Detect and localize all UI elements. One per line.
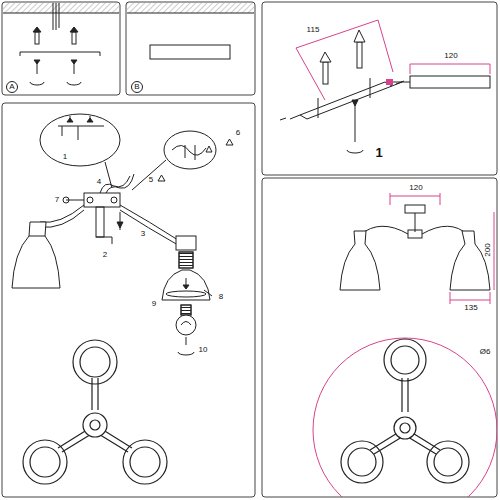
callout-number: 8	[218, 293, 224, 301]
dimension: 120	[408, 184, 423, 192]
dimension: 120	[443, 52, 458, 60]
panel-letter: B	[134, 83, 139, 91]
callout-number: 4	[96, 178, 102, 186]
callout-number: 10	[198, 346, 209, 354]
callout-number: 2	[102, 251, 108, 259]
dimension: Ø6	[479, 348, 492, 356]
callout-number: 6	[235, 129, 241, 137]
callout-number: 5	[148, 176, 154, 184]
dimension: 135	[463, 304, 478, 312]
dimension: 200	[484, 242, 492, 257]
callout-number: 3	[140, 230, 146, 238]
panel-marker: B	[131, 81, 143, 93]
dimension: 115	[306, 26, 321, 34]
panel-marker: A	[6, 81, 18, 93]
callout-number: 7	[54, 196, 60, 204]
step-number: 1	[374, 146, 383, 159]
panel-letter: A	[9, 83, 14, 91]
callout-number: 9	[151, 300, 157, 308]
callout-number: 1	[62, 153, 68, 161]
